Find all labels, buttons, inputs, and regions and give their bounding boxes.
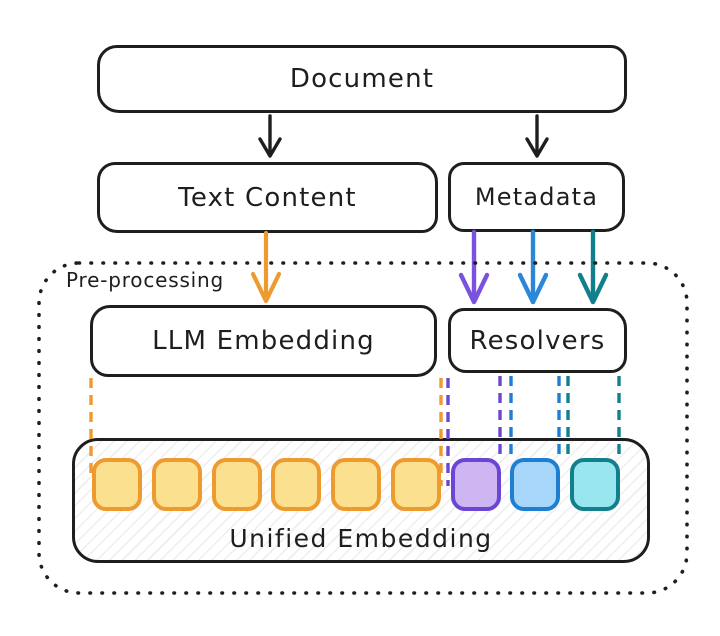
node-llm-embedding-label: LLM Embedding: [152, 326, 375, 356]
embedding-cell-purple: [450, 458, 501, 511]
node-resolvers: Resolvers: [448, 308, 627, 373]
node-text-content-label: Text Content: [178, 182, 357, 213]
arrow-document-to-text-content: [258, 114, 282, 158]
arrow-metadata-to-resolvers-3: [577, 229, 609, 305]
arrow-text-content-to-llm-embedding: [250, 230, 282, 304]
arrow-metadata-to-resolvers-2: [517, 229, 549, 305]
embedding-cell-yellow: [151, 458, 202, 511]
node-metadata-label: Metadata: [474, 183, 599, 211]
embedding-cell-yellow: [92, 458, 142, 511]
node-resolvers-label: Resolvers: [469, 325, 606, 356]
embedding-cell-row: [92, 458, 620, 511]
embedding-cell-cyan: [570, 458, 620, 511]
arrow-document-to-metadata: [525, 114, 549, 158]
node-unified-embedding-label: Unified Embedding: [229, 524, 493, 553]
node-llm-embedding: LLM Embedding: [90, 305, 437, 377]
arrow-metadata-to-resolvers-1: [458, 229, 490, 305]
embedding-cell-yellow: [211, 458, 262, 511]
embedding-cell-yellow: [390, 458, 441, 511]
node-document-label: Document: [289, 64, 435, 94]
preprocessing-group-label: Pre-processing: [66, 268, 224, 292]
node-document: Document: [97, 45, 627, 113]
embedding-cell-yellow: [271, 458, 322, 511]
embedding-cell-yellow: [331, 458, 381, 511]
node-text-content: Text Content: [97, 162, 438, 233]
node-metadata: Metadata: [448, 162, 625, 232]
embedding-cell-blue: [510, 458, 561, 511]
